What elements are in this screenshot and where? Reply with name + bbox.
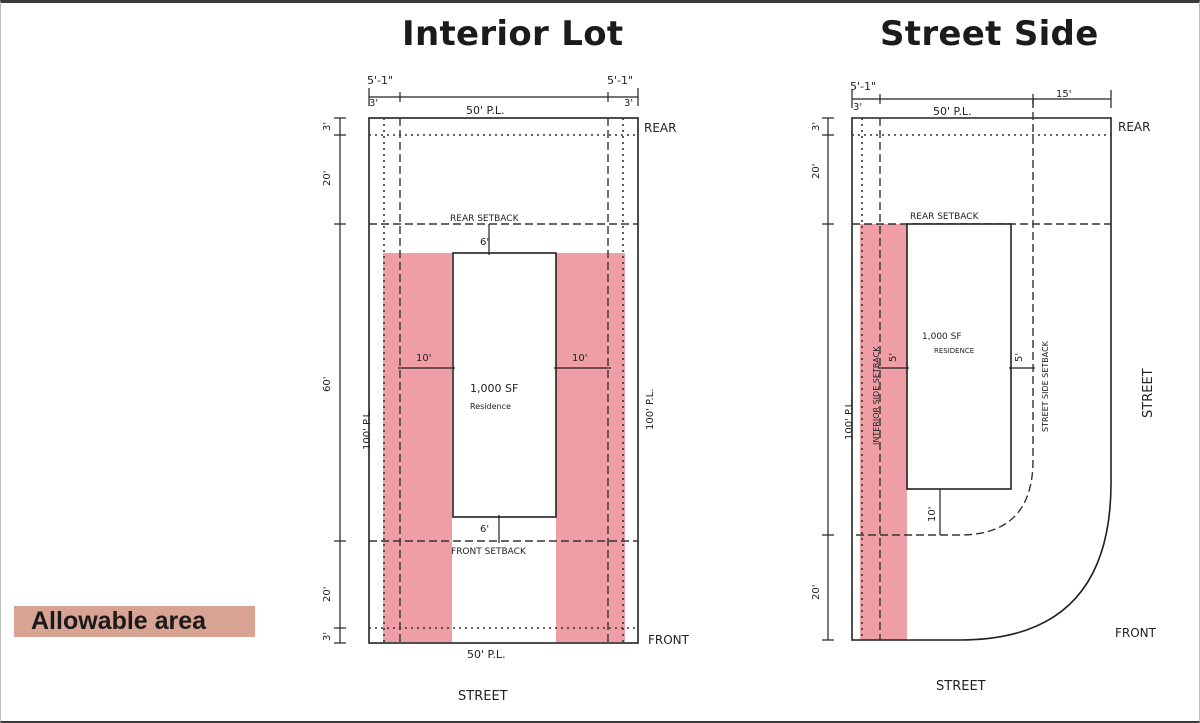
interior-right-gap-label: 10': [572, 353, 587, 364]
street-street-bottom-label: STREET: [936, 679, 986, 694]
street-interior-side-setback-label: INTERIOR SIDE SETBACK: [872, 346, 881, 445]
interior-residence-line1: 1,000 SF: [470, 382, 518, 395]
interior-front-label: FRONT: [648, 633, 690, 647]
street-right-gap-label: 5': [1014, 353, 1025, 362]
interior-right-pl: 100' P.L.: [645, 389, 656, 430]
interior-small-right-dim: 3': [624, 98, 633, 109]
street-rear-setback-label: REAR SETBACK: [910, 212, 980, 222]
street-front-label: FRONT: [1115, 626, 1157, 640]
street-dim-20-bottom: 20': [811, 585, 822, 600]
interior-residence-line2: Residence: [470, 402, 511, 411]
allowable-area-legend: Allowable area: [14, 606, 255, 637]
street-residence: [906, 223, 1012, 490]
street-rear-label: REAR: [1118, 120, 1150, 134]
interior-lot-plan: 5'-1" 5'-1" 3' 3' 50' P.L. 50' P.L. REAR…: [322, 74, 690, 704]
street-left-pl: 100' P.L.: [844, 399, 855, 440]
interior-bottom-gap-label: 6': [480, 524, 489, 535]
street-side-setback-label: STREET SIDE SETBACK: [1041, 340, 1050, 432]
interior-bottom-pl: 50' P.L.: [467, 648, 506, 661]
interior-left-pl: 100' P.L.: [362, 409, 373, 450]
interior-top-right-dim: 5'-1": [607, 74, 633, 87]
interior-rear-setback-label: REAR SETBACK: [450, 214, 520, 224]
street-side-title: Street Side: [880, 14, 1099, 54]
street-left-gap-label: 5': [888, 353, 899, 362]
interior-rear-label: REAR: [644, 121, 676, 135]
street-side-plan: 5'-1" 3' 50' P.L. 15' REAR FRONT STREET …: [811, 80, 1157, 694]
interior-dim-bottom-3: 3': [322, 632, 333, 641]
interior-top-pl: 50' P.L.: [466, 104, 505, 117]
street-top-pl: 50' P.L.: [933, 105, 972, 118]
street-residence-line1: 1,000 SF: [922, 332, 962, 342]
interior-dim-20-bottom: 20': [322, 587, 333, 602]
street-dim-top-3: 3': [811, 122, 822, 131]
street-residence-line2: RESIDENCE: [934, 347, 974, 355]
interior-left-gap-label: 10': [416, 353, 431, 364]
street-allowable-area: [860, 224, 907, 640]
street-dim-20-top: 20': [811, 164, 822, 179]
street-street-right-label: STREET: [1141, 368, 1156, 418]
interior-small-left-dim: 3': [369, 98, 378, 109]
interior-top-left-dim: 5'-1": [367, 74, 393, 87]
interior-dim-60: 60': [322, 377, 333, 392]
street-property-line: [851, 117, 1112, 641]
interior-front-setback-label: FRONT SETBACK: [451, 547, 527, 557]
interior-dim-top-3: 3': [322, 122, 333, 131]
interior-top-gap-label: 6': [480, 237, 489, 248]
interior-residence: [452, 252, 557, 518]
interior-property-line: [368, 117, 639, 644]
interior-lot-title: Interior Lot: [402, 14, 624, 54]
street-side-setback-line: [852, 100, 1034, 536]
street-small-left-dim: 3': [853, 102, 862, 113]
interior-dim-20-top: 20': [322, 171, 333, 186]
interior-allowable-left: [383, 253, 452, 642]
street-bottom-gap-label: 10': [927, 507, 938, 522]
street-right-dim: 15': [1056, 89, 1071, 100]
street-top-left-dim: 5'-1": [850, 80, 876, 93]
interior-allowable-right: [556, 253, 625, 642]
interior-street-label: STREET: [458, 689, 508, 704]
